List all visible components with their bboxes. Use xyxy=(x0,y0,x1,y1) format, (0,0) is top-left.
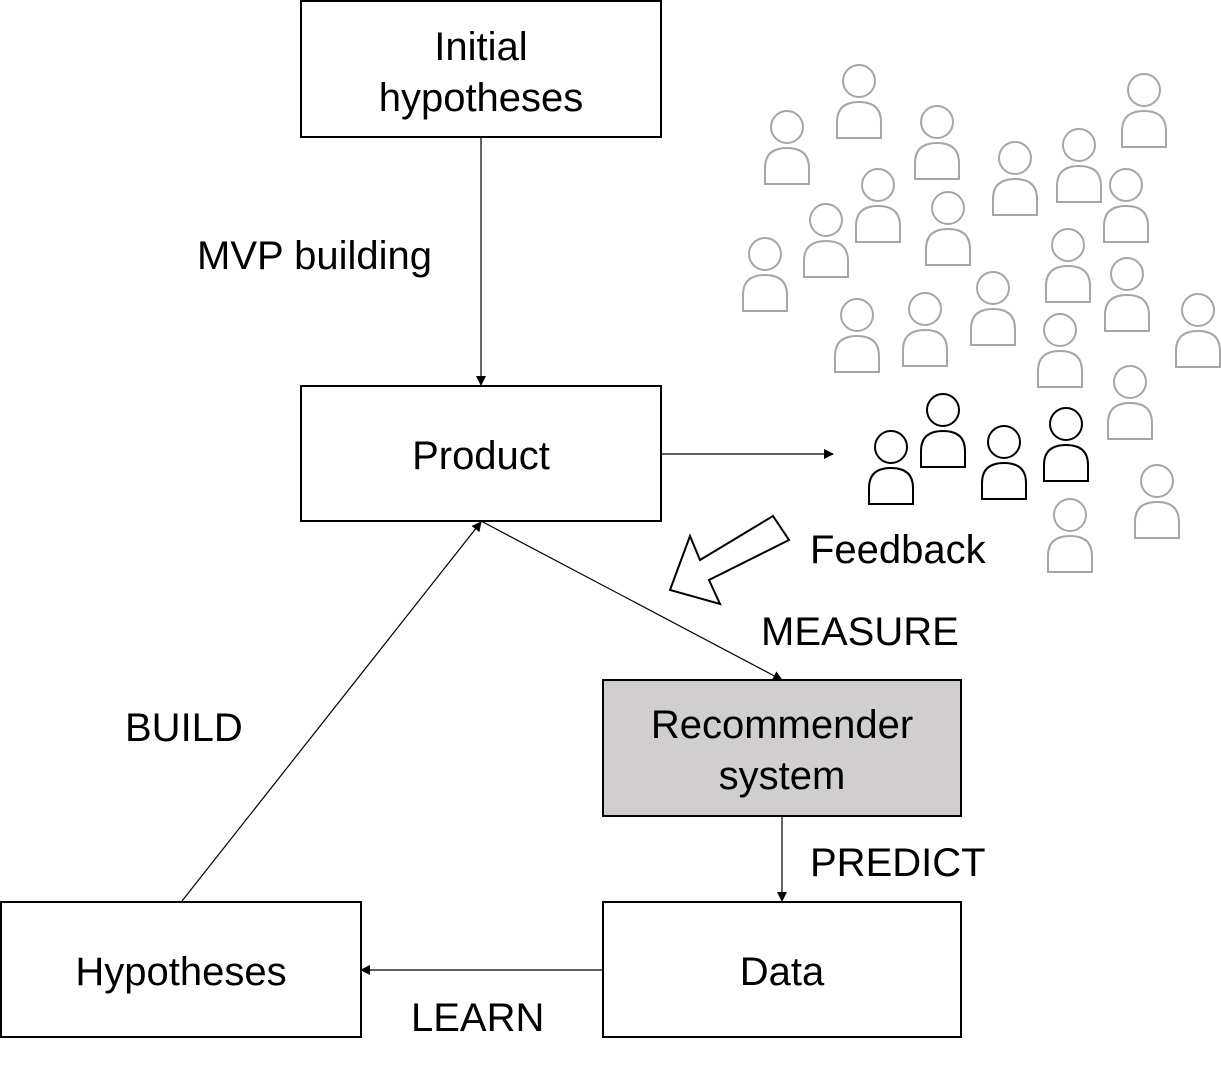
person-icon xyxy=(914,105,960,180)
initial-hypotheses-line2: hypotheses xyxy=(379,76,584,120)
initial-hypotheses-box: Initial hypotheses xyxy=(300,0,662,138)
person-icon xyxy=(1045,228,1091,303)
person-icon xyxy=(970,271,1016,346)
feedback-label: Feedback xyxy=(810,528,987,572)
hypotheses-label: Hypotheses xyxy=(75,950,286,994)
initial-hypotheses-line1: Initial xyxy=(434,25,527,69)
predict-label: PREDICT xyxy=(810,841,986,885)
person-icon xyxy=(1121,73,1167,148)
person-icon xyxy=(981,425,1027,500)
person-icon xyxy=(1134,464,1180,539)
learn-label: LEARN xyxy=(411,996,544,1040)
mvp-building-label: MVP building xyxy=(197,234,432,278)
person-icon xyxy=(803,203,849,278)
product-box: Product xyxy=(300,385,662,522)
person-icon xyxy=(1047,498,1093,573)
arrow-product-to-recommender xyxy=(480,520,783,681)
person-icon xyxy=(1103,168,1149,243)
recommender-system-box: Recommender system xyxy=(602,679,962,817)
feedback-arrow-icon xyxy=(668,514,791,606)
person-icon xyxy=(925,191,971,266)
person-icon xyxy=(1056,128,1102,203)
data-box: Data xyxy=(602,901,962,1038)
data-label: Data xyxy=(740,950,825,994)
user-crowd xyxy=(742,64,1221,573)
person-icon xyxy=(764,110,810,185)
feedback-users-group xyxy=(868,393,1089,505)
person-icon xyxy=(1104,257,1150,332)
hypotheses-box: Hypotheses xyxy=(0,901,362,1038)
person-icon xyxy=(1043,407,1089,482)
person-icon xyxy=(855,168,901,243)
person-icon xyxy=(920,393,966,468)
person-icon xyxy=(902,292,948,367)
person-icon xyxy=(868,430,914,505)
person-icon xyxy=(1037,313,1083,388)
arrow-hypotheses-to-product xyxy=(181,521,482,902)
person-icon xyxy=(992,141,1038,216)
recommender-line2: system xyxy=(719,754,846,798)
person-icon xyxy=(1175,293,1221,368)
person-icon xyxy=(834,298,880,373)
recommender-line1: Recommender xyxy=(651,703,913,747)
product-label: Product xyxy=(412,434,550,478)
person-icon xyxy=(742,237,788,312)
build-label: BUILD xyxy=(125,706,243,750)
person-icon xyxy=(1107,365,1153,440)
measure-label: MEASURE xyxy=(761,610,959,654)
person-icon xyxy=(836,64,882,139)
